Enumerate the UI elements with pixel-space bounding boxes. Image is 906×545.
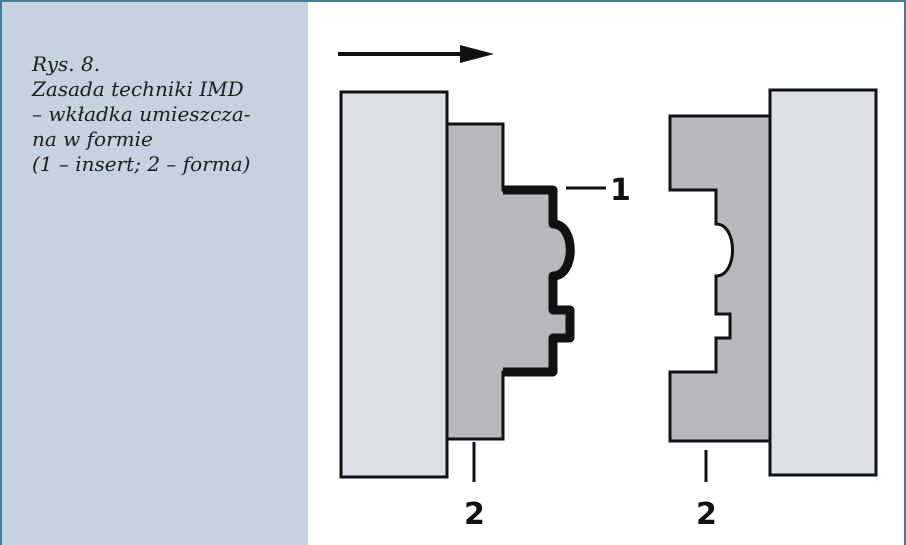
left-mold-label: 2 [464, 497, 485, 532]
caption-line: (1 – insert; 2 – forma) [32, 152, 251, 176]
left-mold-plate [339, 90, 449, 479]
right-mold-core [668, 114, 772, 443]
figure-caption: Rys. 8. Zasada techniki IMD – wkładka um… [32, 52, 302, 177]
right-mold-label: 2 [696, 497, 717, 532]
insert-film [503, 185, 575, 377]
imd-diagram: 1 2 2 [338, 45, 878, 532]
caption-line: Rys. 8. [32, 52, 101, 76]
right-mold-plate [768, 88, 878, 477]
insert-label: 1 [610, 173, 631, 208]
caption-line: Zasada techniki IMD [32, 77, 244, 101]
caption-line: na w formie [32, 127, 153, 151]
direction-arrow [338, 45, 494, 63]
caption-panel: Rys. 8. Zasada techniki IMD – wkładka um… [2, 2, 308, 545]
caption-line: – wkładka umieszcza- [32, 102, 251, 126]
